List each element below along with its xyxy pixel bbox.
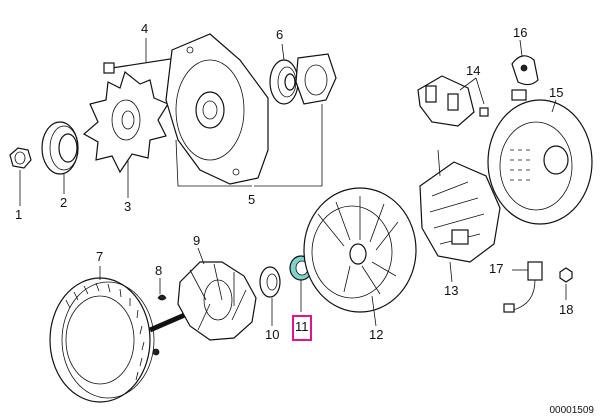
part-12-housing[interactable] bbox=[303, 187, 417, 313]
callout-7[interactable]: 7 bbox=[96, 249, 104, 264]
callout-12[interactable]: 12 bbox=[369, 327, 384, 342]
callout-3[interactable]: 3 bbox=[124, 199, 132, 214]
part-16-cap[interactable] bbox=[511, 55, 539, 101]
part-15-cover[interactable] bbox=[487, 99, 593, 225]
callout-6[interactable]: 6 bbox=[276, 27, 284, 42]
callout-4[interactable]: 4 bbox=[141, 21, 149, 36]
callout-8[interactable]: 8 bbox=[155, 263, 163, 278]
callout-13[interactable]: 13 bbox=[444, 283, 459, 298]
part-17-sensor[interactable] bbox=[503, 261, 543, 313]
part-3-fan[interactable] bbox=[82, 70, 169, 174]
part-18-screw[interactable] bbox=[559, 267, 573, 283]
part-6-bearing[interactable] bbox=[269, 59, 299, 105]
callout-18[interactable]: 18 bbox=[559, 302, 574, 317]
callout-10[interactable]: 10 bbox=[265, 327, 280, 342]
callout-14[interactable]: 14 bbox=[466, 63, 481, 78]
retainer-plate[interactable] bbox=[295, 53, 337, 105]
part-7-stator[interactable] bbox=[49, 277, 160, 403]
callout-11[interactable]: 11 bbox=[295, 319, 309, 334]
callout-2[interactable]: 2 bbox=[60, 195, 68, 210]
part-9-rotor[interactable] bbox=[149, 261, 257, 341]
callout-9[interactable]: 9 bbox=[193, 233, 201, 248]
part-2-pulley[interactable] bbox=[41, 121, 79, 175]
callout-5[interactable]: 5 bbox=[248, 192, 256, 207]
highlight-box bbox=[292, 315, 312, 341]
callout-17[interactable]: 17 bbox=[489, 261, 504, 276]
part-1-nut[interactable] bbox=[9, 147, 32, 169]
diagram-id-label: 00001509 bbox=[549, 405, 595, 416]
callout-15[interactable]: 15 bbox=[549, 85, 564, 100]
part-14-brush-holder[interactable] bbox=[417, 75, 489, 127]
part-10-bearing[interactable] bbox=[259, 266, 281, 298]
callout-16[interactable]: 16 bbox=[513, 25, 528, 40]
leader-lines bbox=[19, 38, 567, 327]
part-5-housing[interactable] bbox=[165, 33, 269, 185]
part-13-rectifier[interactable] bbox=[419, 149, 501, 263]
part-8-key[interactable] bbox=[157, 294, 167, 301]
callout-1[interactable]: 1 bbox=[15, 207, 23, 222]
